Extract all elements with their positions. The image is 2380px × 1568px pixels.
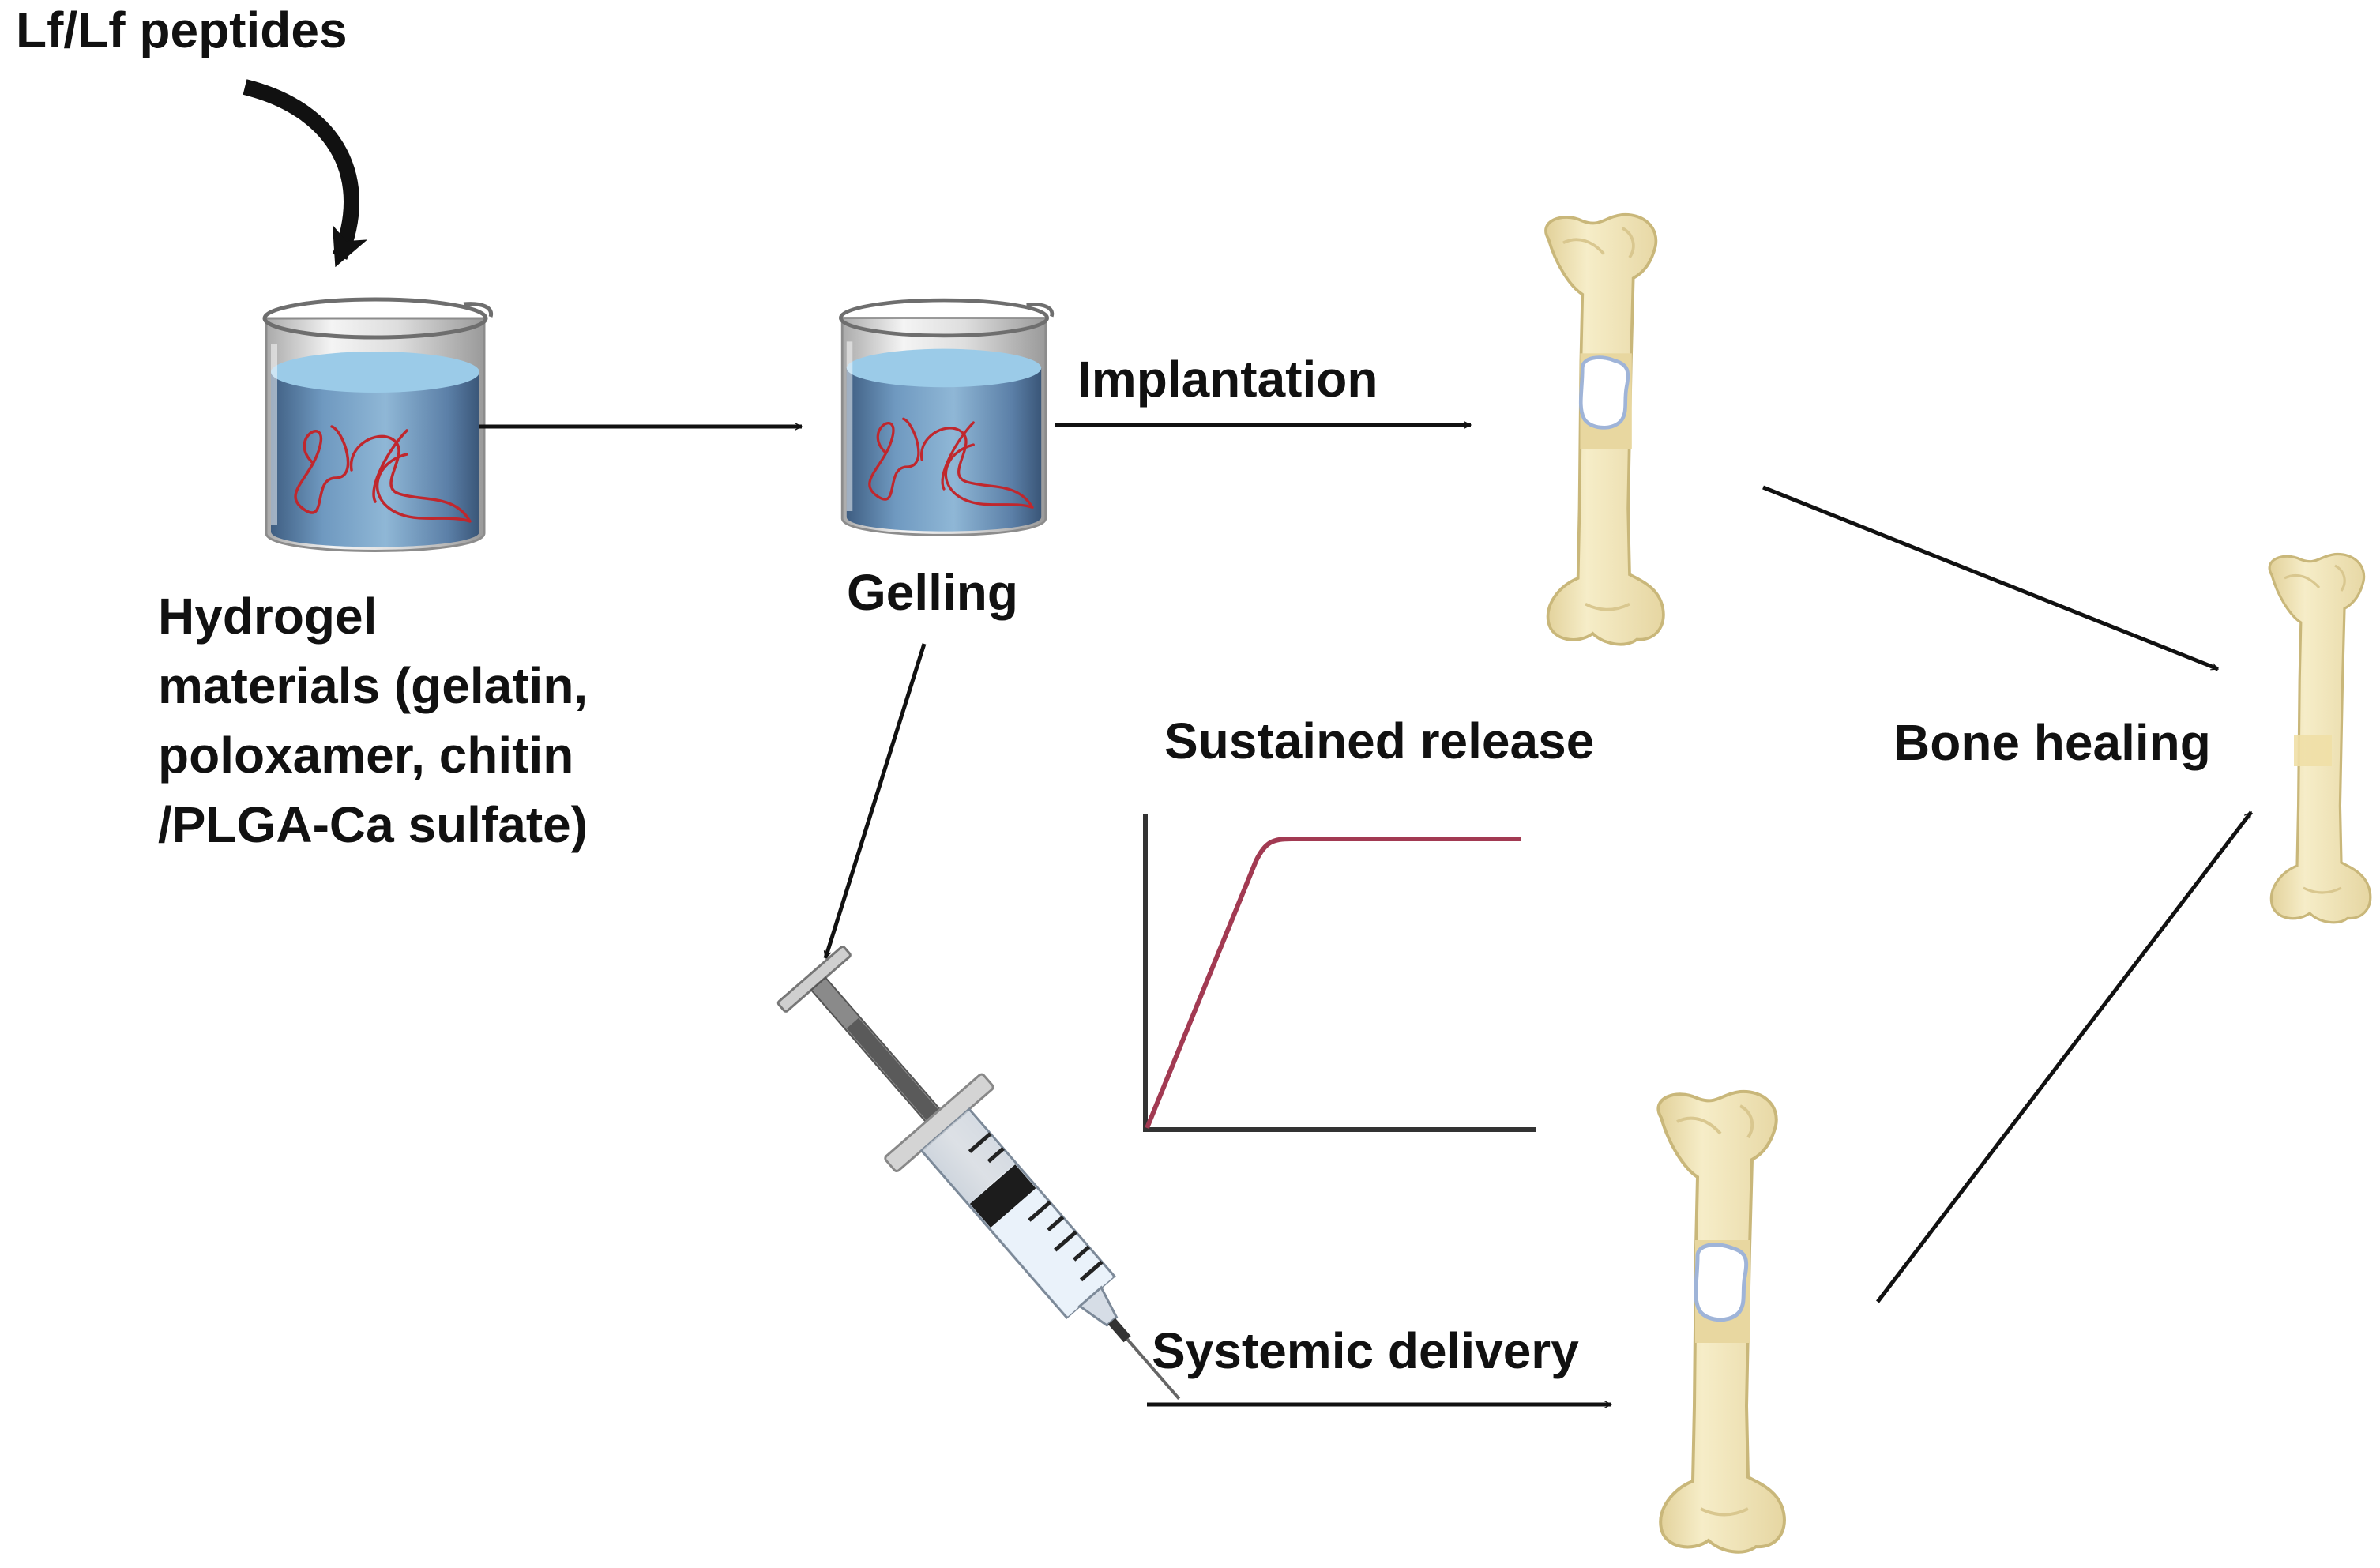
curved-arrow-icon	[243, 79, 368, 268]
label-hydrogel-line: Hydrogel	[158, 588, 378, 645]
arrow-gelling-to-syringe	[823, 643, 927, 958]
femur-bone-icon	[1543, 212, 1665, 646]
arrow-bone-to-healing	[1876, 810, 2253, 1303]
label-systemic-delivery: Systemic delivery	[1152, 1322, 1579, 1379]
release-plot-icon	[1143, 814, 1536, 1132]
label-gelling: Gelling	[847, 564, 1018, 621]
beaker-icon	[840, 300, 1052, 535]
label-hydrogel-materials: Hydrogel materials (gelatin, poloxamer, …	[158, 581, 588, 859]
label-hydrogel-line: poloxamer, chitin	[158, 727, 574, 784]
syringe-icon	[776, 946, 1181, 1401]
label-bone-healing: Bone healing	[1893, 714, 2211, 771]
femur-bone-icon	[2268, 552, 2372, 924]
label-hydrogel-line: materials (gelatin,	[158, 657, 588, 714]
label-hydrogel-line: /PLGA-Ca sulfate)	[158, 796, 588, 853]
label-sustained-release: Sustained release	[1164, 713, 1595, 769]
arrow-implant-to-healing	[1762, 485, 2218, 671]
femur-bone-icon	[1656, 1089, 1786, 1554]
label-implantation: Implantation	[1077, 351, 1378, 408]
beaker-icon	[265, 299, 491, 551]
label-lf-peptides: Lf/Lf peptides	[16, 2, 348, 58]
